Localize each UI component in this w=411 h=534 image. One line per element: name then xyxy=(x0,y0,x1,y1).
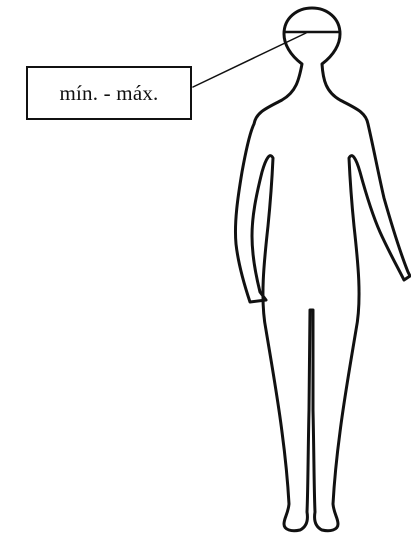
callout-leader-line xyxy=(193,33,306,87)
callout-label-box: mín. - máx. xyxy=(26,66,192,120)
callout-label: mín. - máx. xyxy=(59,81,158,106)
human-body-outline xyxy=(235,8,410,531)
